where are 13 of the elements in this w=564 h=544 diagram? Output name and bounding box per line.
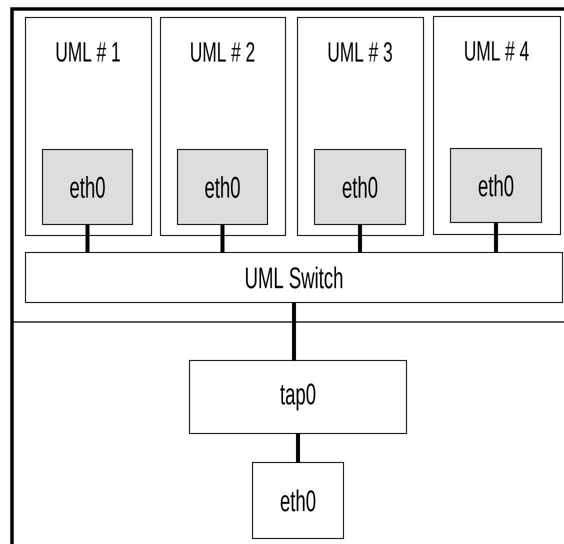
connector-line (494, 223, 498, 252)
interface-box: eth0 (177, 149, 268, 225)
interface-box: eth0 (42, 149, 133, 225)
tap-box: tap0 (189, 360, 407, 434)
switch-box: UML Switch (25, 252, 563, 303)
interface-box: eth0 (252, 462, 344, 539)
connector-line (358, 225, 362, 252)
connector-line (86, 225, 90, 252)
interface-box: eth0 (450, 148, 542, 223)
connector-line (220, 225, 224, 252)
interface-box: eth0 (314, 149, 406, 225)
connector-line (296, 434, 300, 462)
connector-line (292, 303, 296, 360)
